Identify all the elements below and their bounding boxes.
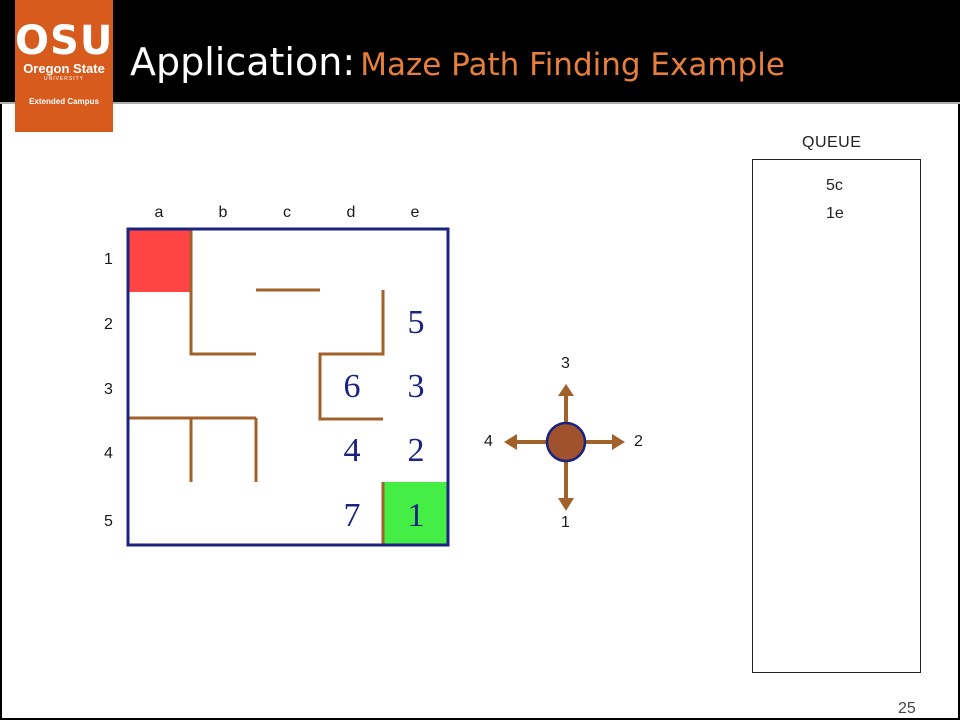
- maze-numbers: 5 6 3 4 2 7 1: [344, 304, 425, 534]
- maze-number-4e: 2: [408, 432, 425, 469]
- queue-item: 5c: [826, 177, 843, 194]
- row-label-4: 4: [104, 445, 113, 462]
- title-main: Application:: [130, 40, 356, 84]
- logo-extended-campus: Extended Campus: [29, 97, 99, 106]
- maze-number-3d: 6: [344, 368, 361, 405]
- logo-oregon-state: Oregon State: [23, 61, 105, 76]
- row-label-3: 3: [104, 381, 113, 398]
- arrow-right-head: [612, 434, 625, 450]
- osu-logo: OSU Oregon State UNIVERSITY Extended Cam…: [15, 0, 113, 132]
- direction-node-circle: [545, 421, 587, 463]
- maze-number-2e: 5: [408, 304, 425, 341]
- row-label-1: 1: [104, 251, 113, 268]
- header-divider: [0, 102, 960, 104]
- logo-university: UNIVERSITY: [43, 76, 84, 82]
- queue-item: 1e: [826, 205, 844, 222]
- direction-legend: [504, 384, 625, 511]
- arrow-up-head: [558, 384, 574, 396]
- column-label-e: e: [410, 204, 420, 221]
- row-label-2: 2: [104, 316, 113, 333]
- maze-wall: [189, 229, 256, 356]
- column-label-c: c: [283, 204, 291, 221]
- arrow-down-head: [558, 498, 574, 511]
- column-label-b: b: [218, 204, 228, 221]
- direction-label-up: 3: [561, 355, 570, 372]
- direction-label-down: 1: [561, 514, 570, 531]
- maze-number-3e: 3: [408, 368, 425, 405]
- column-label-a: a: [154, 204, 164, 221]
- direction-label-left: 4: [484, 433, 493, 450]
- maze-goal-cell: [384, 482, 447, 545]
- column-label-d: d: [346, 204, 356, 221]
- maze-start-cell: [128, 229, 191, 292]
- maze-walls: [128, 229, 385, 545]
- maze-number-5d: 7: [344, 497, 361, 534]
- maze-wall: [318, 290, 385, 421]
- logo-osu-text: OSU: [15, 18, 114, 64]
- row-label-5: 5: [104, 513, 113, 530]
- page-number: 25: [898, 700, 916, 717]
- maze-number-5e: 1: [408, 497, 425, 534]
- direction-label-right: 2: [634, 433, 643, 450]
- queue-box: [752, 159, 921, 673]
- slide-title: Application: Maze Path Finding Example: [130, 40, 785, 84]
- queue-title: QUEUE: [802, 134, 862, 151]
- arrow-left-head: [504, 434, 517, 450]
- maze-border: [126, 227, 450, 547]
- maze-number-4d: 4: [344, 432, 361, 469]
- title-sub: Maze Path Finding Example: [360, 47, 785, 83]
